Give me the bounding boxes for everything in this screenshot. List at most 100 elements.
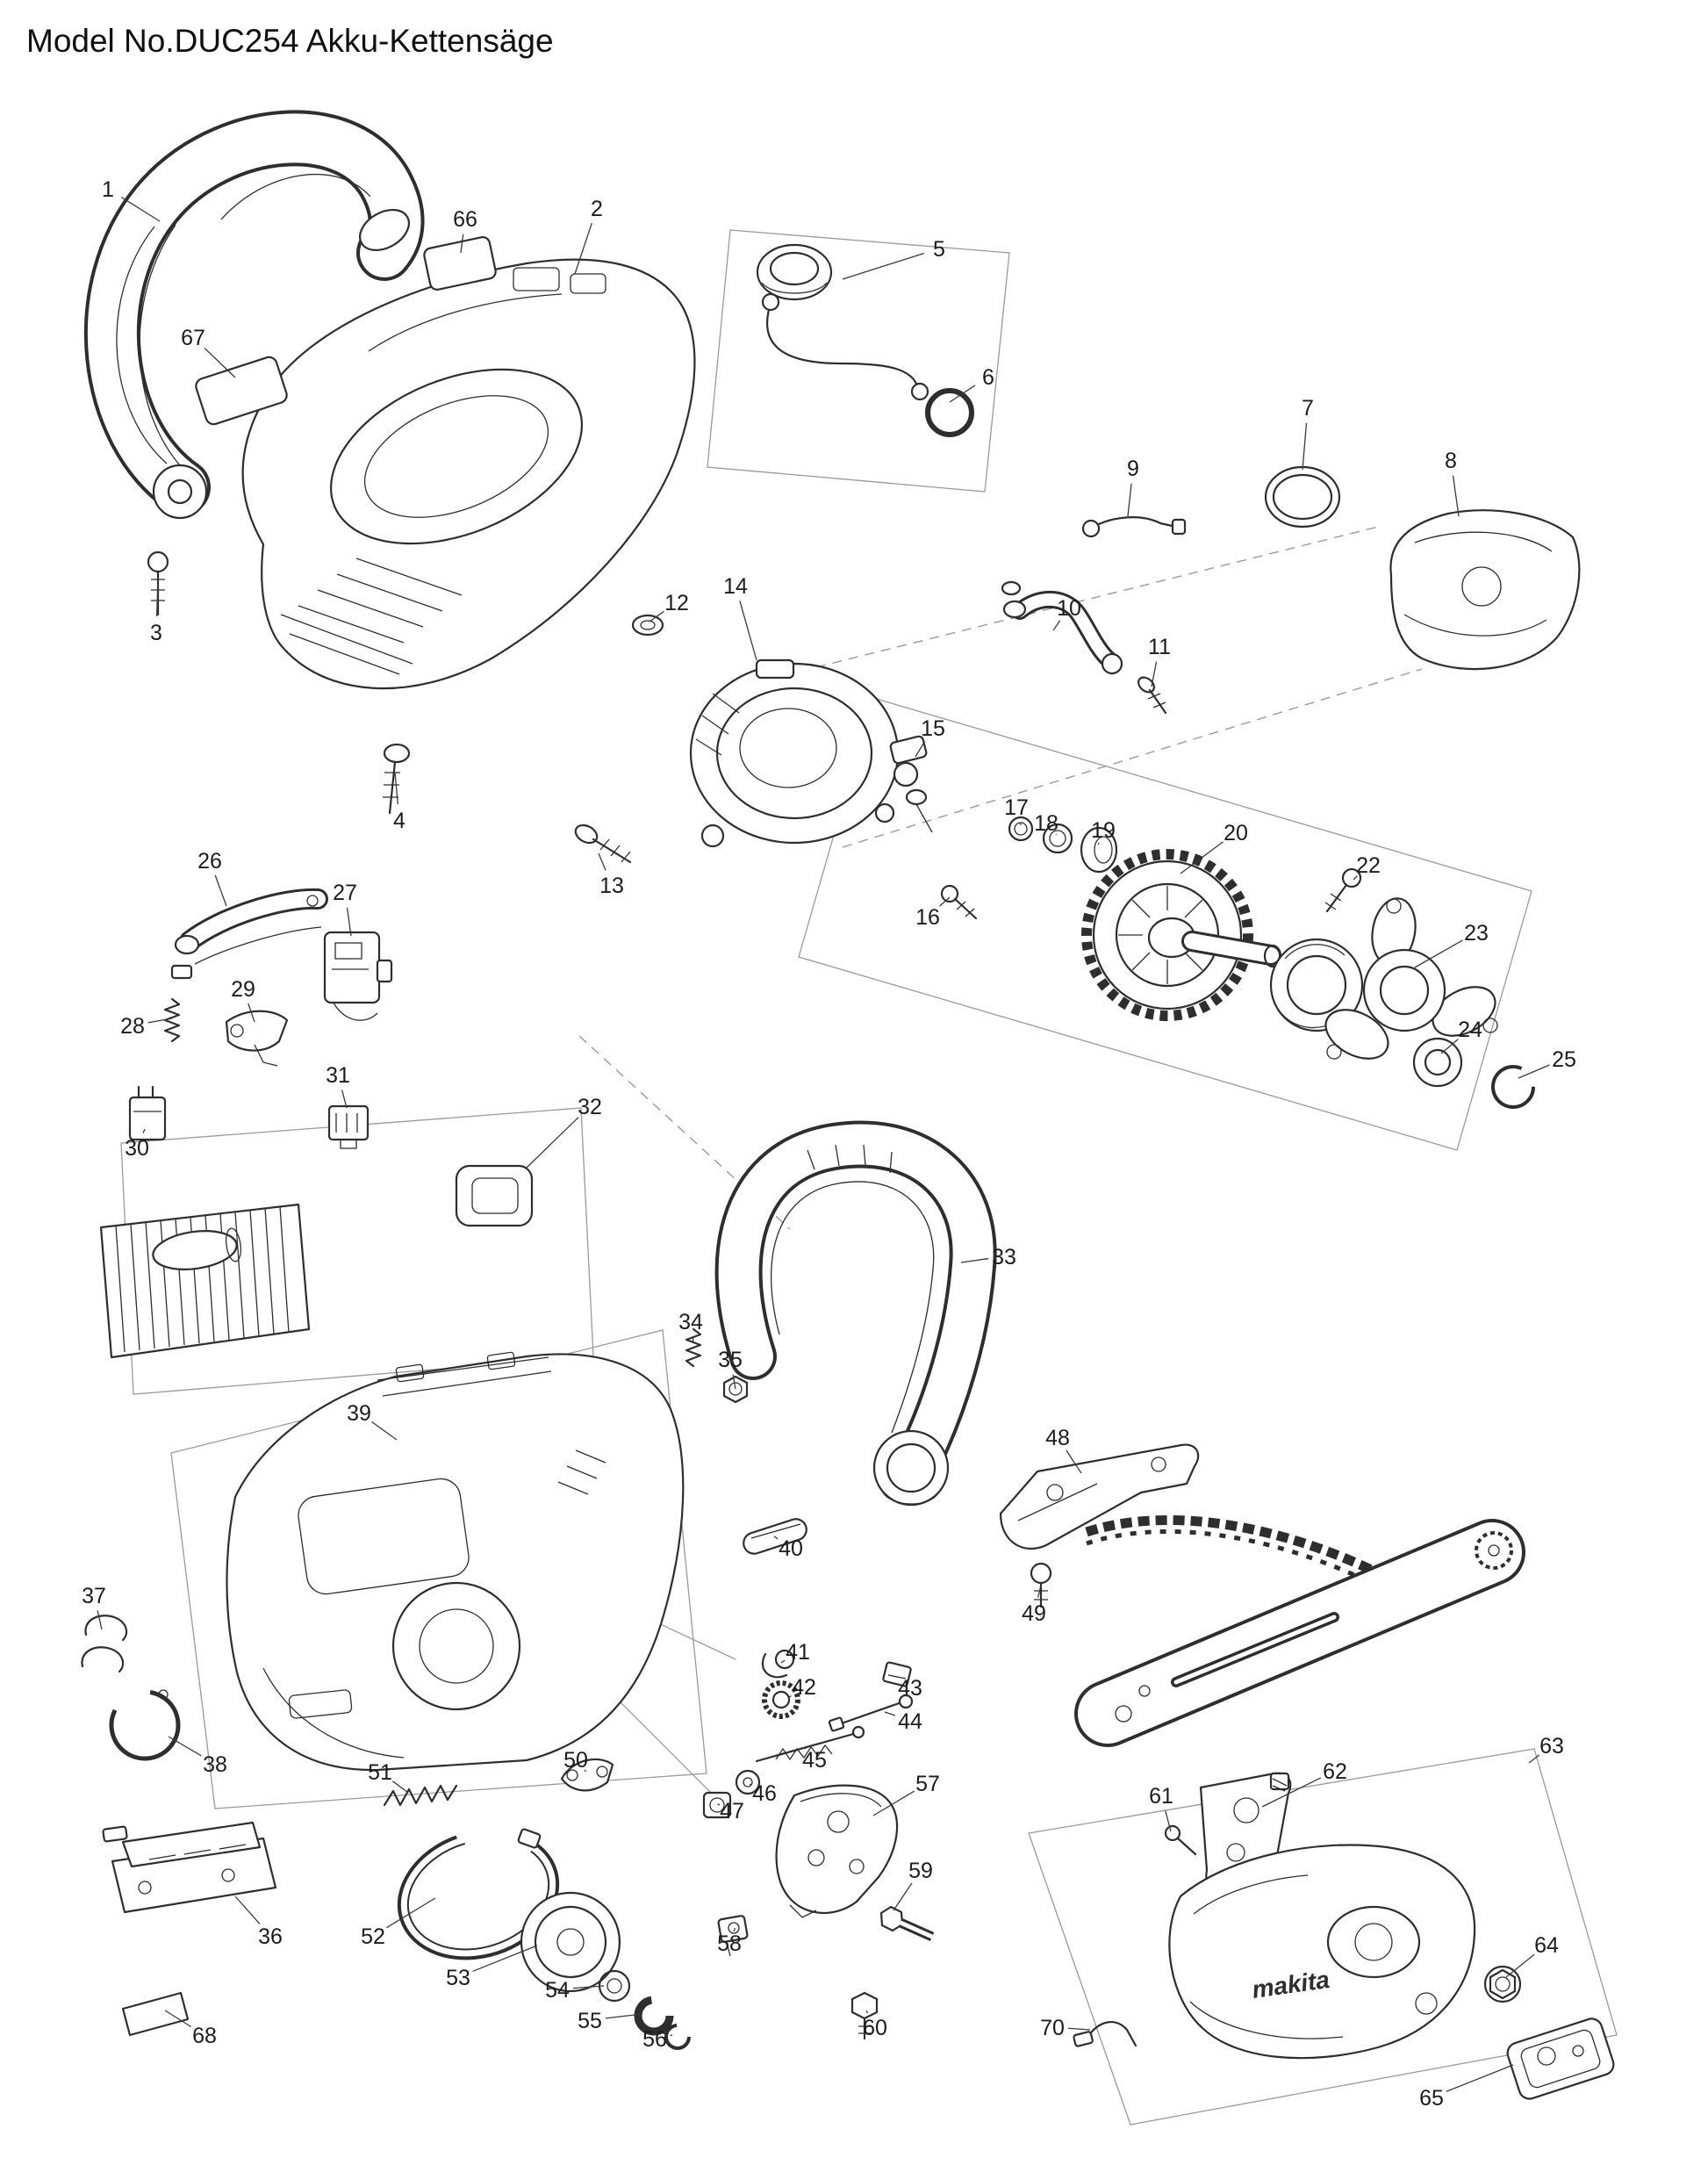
- part-callout-7: 7: [1302, 396, 1314, 421]
- part-callout-45: 45: [802, 1748, 827, 1773]
- part-top-handle: [84, 110, 425, 520]
- part-callout-26: 26: [197, 849, 222, 874]
- page-title: Model No.DUC254 Akku-Kettensäge: [26, 23, 554, 59]
- part-callout-16: 16: [915, 905, 940, 930]
- o-ring-6: [925, 388, 974, 437]
- part-callout-60: 60: [863, 2016, 887, 2040]
- part-clutch-23: [1269, 897, 1498, 1060]
- part-gear-42: [762, 1680, 800, 1719]
- part-nut-47: [702, 1791, 732, 1819]
- part-shaft-45: [755, 1725, 865, 1763]
- part-callout-59: 59: [908, 1859, 933, 1883]
- part-callout-23: 23: [1464, 921, 1489, 946]
- part-main-housing: [195, 236, 696, 690]
- part-handle-26: [170, 888, 328, 980]
- part-callout-39: 39: [347, 1401, 371, 1426]
- part-callout-4: 4: [393, 809, 405, 833]
- part-callout-37: 37: [82, 1584, 106, 1608]
- leader-line-66: [460, 234, 464, 254]
- part-spring-34: [685, 1327, 702, 1368]
- part-callout-6: 6: [982, 365, 994, 390]
- leader-line-31: [341, 1090, 348, 1109]
- leader-line-26: [214, 874, 227, 907]
- leader-line-62: [1261, 1777, 1322, 1808]
- part-rod-44: [828, 1694, 914, 1732]
- part-callout-35: 35: [718, 1348, 743, 1372]
- leader-line-13: [598, 852, 606, 871]
- leader-line-65: [1446, 2064, 1514, 2092]
- part-nut-64: [1483, 1965, 1522, 2003]
- leader-line-47: [717, 1803, 721, 1806]
- leader-line-58: [733, 1927, 736, 1932]
- part-clutch-drum-53: [520, 1891, 621, 1993]
- leader-line-9: [1127, 483, 1132, 517]
- part-callout-66: 66: [453, 207, 477, 232]
- part-washer-18: [1042, 823, 1073, 854]
- part-callout-49: 49: [1022, 1601, 1046, 1626]
- part-switch-27: [323, 931, 393, 1021]
- leader-line-52: [386, 1897, 436, 1929]
- leader-line-39: [371, 1421, 398, 1441]
- leader-line-12: [649, 610, 664, 622]
- part-callout-42: 42: [792, 1675, 816, 1700]
- part-callout-61: 61: [1149, 1784, 1173, 1809]
- part-controller-32: [99, 1164, 534, 1359]
- part-nut-35: [722, 1375, 749, 1404]
- leader-line-54: [572, 1985, 605, 1989]
- part-washer-54: [598, 1969, 631, 2003]
- leader-line-17: [1019, 822, 1022, 826]
- leader-line-23: [1414, 939, 1463, 968]
- part-bolt-49: [1030, 1562, 1052, 1608]
- part-snapring-25: [1491, 1065, 1535, 1109]
- part-sprocket-20: [1081, 849, 1282, 1021]
- leader-line-51: [392, 1780, 409, 1794]
- part-saw-chain: [1085, 1515, 1405, 1599]
- part-snapring-56: [664, 2024, 691, 2050]
- leader-line-20: [1180, 841, 1224, 874]
- part-screw-61: [1164, 1824, 1197, 1856]
- part-label-68: [121, 1991, 190, 2037]
- part-clamp-55: [634, 1996, 674, 2036]
- leader-line-61: [1165, 1810, 1172, 1832]
- part-callout-40: 40: [779, 1536, 803, 1561]
- leader-line-59: [893, 1882, 913, 1911]
- leader-line-55: [605, 2013, 643, 2019]
- part-callout-54: 54: [545, 1978, 570, 2003]
- leader-line-45: [803, 1746, 807, 1750]
- part-callout-29: 29: [231, 977, 255, 1002]
- part-screw-22: [1324, 867, 1362, 913]
- part-callout-52: 52: [361, 1924, 385, 1949]
- part-callout-43: 43: [898, 1676, 922, 1701]
- leader-line-27: [346, 907, 352, 937]
- part-callout-11: 11: [1148, 635, 1171, 659]
- part-oring-17: [1008, 816, 1034, 842]
- part-callout-68: 68: [192, 2024, 217, 2048]
- part-callout-13: 13: [599, 874, 624, 898]
- part-callout-55: 55: [578, 2009, 602, 2033]
- part-callout-24: 24: [1458, 1018, 1482, 1042]
- part-callout-48: 48: [1045, 1426, 1070, 1450]
- part-wire-38: [109, 1689, 181, 1761]
- leader-line-14: [739, 601, 757, 661]
- sticker-66: [423, 236, 497, 291]
- part-lever-70: [1073, 2021, 1137, 2047]
- part-callout-34: 34: [678, 1310, 703, 1334]
- leader-line-53: [472, 1945, 538, 1972]
- part-callout-56: 56: [642, 2027, 667, 2052]
- part-callout-10: 10: [1057, 596, 1081, 621]
- part-callout-65: 65: [1419, 2086, 1444, 2111]
- leader-line-68: [164, 2010, 192, 2028]
- part-bracket-58: [717, 1915, 749, 1957]
- part-callout-12: 12: [664, 591, 689, 615]
- part-lever-29: [225, 1010, 289, 1067]
- part-clip-37: [81, 1615, 128, 1673]
- part-callout-38: 38: [203, 1752, 227, 1777]
- part-callout-62: 62: [1323, 1759, 1347, 1784]
- leader-line-8: [1452, 475, 1460, 517]
- part-callout-46: 46: [752, 1781, 777, 1806]
- leader-line-36: [234, 1895, 261, 1924]
- part-callout-1: 1: [102, 177, 114, 202]
- part-bolt-60: [850, 1991, 879, 2040]
- part-bearing-24: [1412, 1037, 1463, 1088]
- sticker-67: [195, 356, 288, 426]
